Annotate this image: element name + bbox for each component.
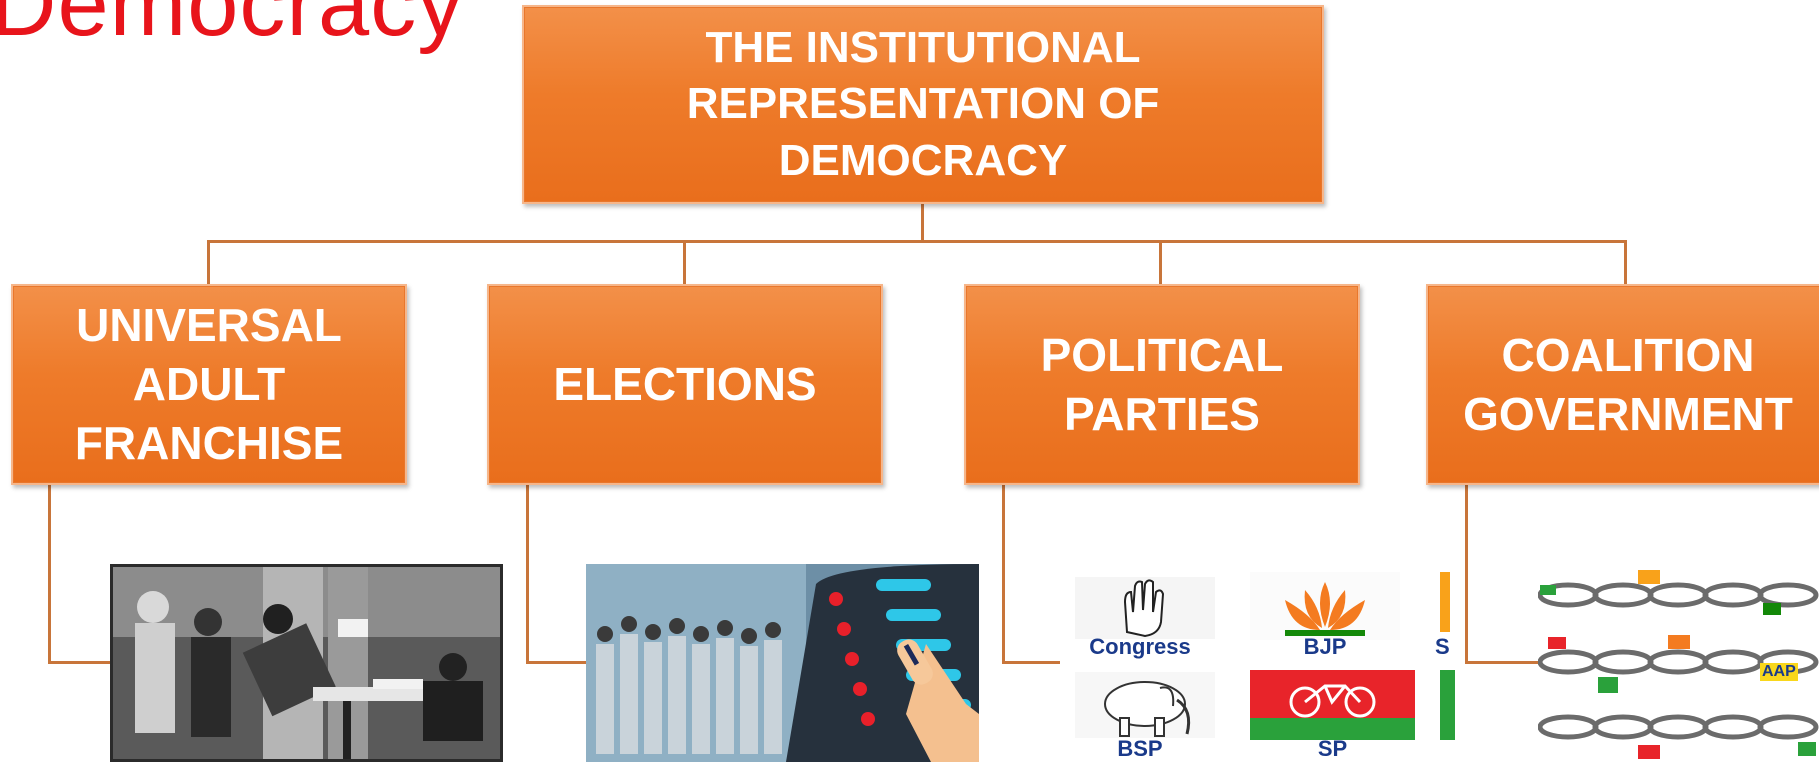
hand-icon [1075,577,1215,639]
node-political-parties: POLITICAL PARTIES [964,284,1360,485]
partial-party-logo: S [1435,572,1455,667]
slide-title: Democracy [0,0,465,55]
connector-image-4-vertical [1465,481,1468,664]
bjp-label: BJP [1303,634,1347,659]
connector-image-3-horizontal [1002,661,1062,664]
evm-voters-photo [586,564,979,762]
node-coalition-government: COALITION GOVERNMENT [1426,284,1819,485]
connector-drop-3 [1159,240,1162,286]
bsp-label: BSP [1117,736,1163,761]
bsp-logo: BSP [1065,670,1225,764]
connector-horizontal-bar [207,240,1626,243]
connector-image-4-horizontal [1465,661,1540,664]
evm-illustration [586,564,979,762]
aap-label: AAP [1760,663,1798,681]
connector-image-3-vertical [1002,481,1005,664]
coalition-chains-image: AAP [1538,567,1819,764]
connector-drop-2 [683,240,686,286]
voting-photo [110,564,503,762]
partial-green-logo [1440,670,1455,740]
sp-logo: SP [1250,670,1415,764]
party-logos-image: Congress BJP S BSP [1060,567,1455,764]
connector-root-stem [921,200,924,242]
node-elections: ELECTIONS [487,284,883,485]
root-node: THE INSTITUTIONAL REPRESENTATION OF DEMO… [522,5,1324,204]
lotus-icon [1250,572,1400,640]
connector-image-1-vertical [48,481,51,664]
bicycle-icon [1250,670,1415,740]
connector-drop-1 [207,240,210,286]
voting-scene-illustration [113,567,500,759]
connector-image-1-horizontal [48,661,112,664]
bjp-logo: BJP [1250,572,1400,667]
elephant-icon [1075,672,1215,738]
node-universal-adult-franchise: UNIVERSAL ADULT FRANCHISE [11,284,407,485]
connector-drop-4 [1624,240,1627,286]
partial-party-label: S [1435,634,1450,659]
congress-logo: Congress [1065,572,1225,667]
connector-image-2-vertical [526,481,529,664]
congress-label: Congress [1089,634,1191,659]
connector-image-2-horizontal [526,661,588,664]
sp-label: SP [1317,736,1348,761]
